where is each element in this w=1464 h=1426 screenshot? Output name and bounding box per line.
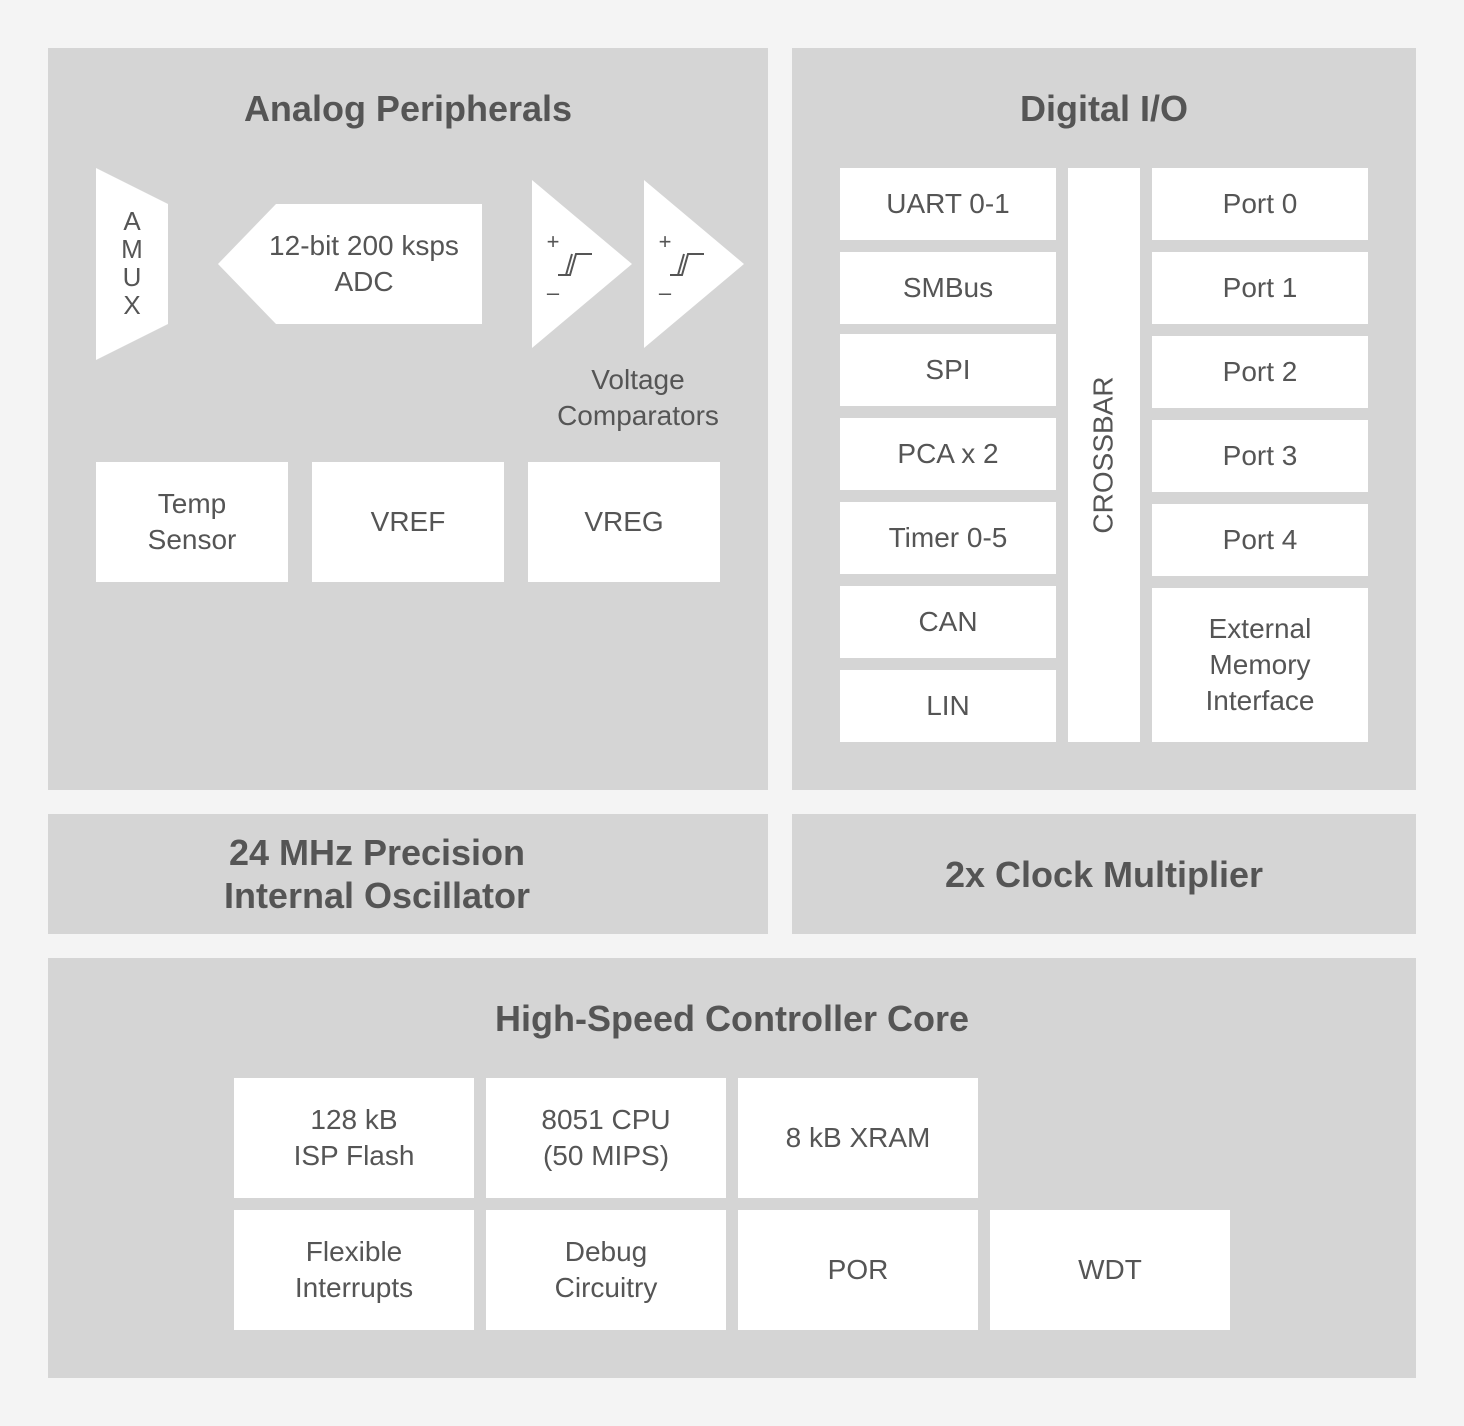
peripheral-uart: UART 0-1 — [840, 168, 1056, 240]
debug-block: Debug Circuitry — [486, 1210, 726, 1330]
adc-label-line2: ADC — [334, 266, 393, 297]
cpu-label: 8051 CPU (50 MIPS) — [541, 1104, 671, 1171]
peripheral-timer: Timer 0-5 — [840, 502, 1056, 574]
port-3-label: Port 3 — [1222, 440, 1298, 471]
wdt-label: WDT — [1078, 1254, 1142, 1285]
peripheral-can-label: CAN — [918, 606, 978, 637]
external-memory-interface-label: External Memory Interface — [1205, 613, 1315, 716]
voltage-comparators-label: Voltage Comparators — [557, 364, 719, 431]
amux-letter-m: M — [121, 234, 143, 264]
amux-letter-u: U — [123, 262, 142, 292]
interrupts-block: Flexible Interrupts — [234, 1210, 474, 1330]
comparator-2-shape — [644, 180, 744, 348]
oscillator-title: 24 MHz Precision Internal Oscillator — [223, 832, 531, 916]
flash-block: 128 kB ISP Flash — [234, 1078, 474, 1198]
peripheral-spi: SPI — [840, 334, 1056, 406]
temp-sensor-block: Temp Sensor — [96, 462, 288, 582]
comparator-1-shape — [532, 180, 632, 348]
wdt-block: WDT — [990, 1210, 1230, 1330]
peripheral-pca-label: PCA x 2 — [897, 438, 999, 469]
comparator-1-minus: – — [547, 280, 560, 305]
amux-shape — [96, 168, 168, 360]
xram-label: 8 kB XRAM — [785, 1122, 931, 1153]
port-4: Port 4 — [1152, 504, 1368, 576]
vreg-block: VREG — [528, 462, 720, 582]
clock-multiplier-panel: 2x Clock Multiplier — [792, 814, 1416, 934]
clock-multiplier-title-wrap: 2x Clock Multiplier — [792, 814, 1416, 934]
port-4-label: Port 4 — [1222, 524, 1298, 555]
adc-shape — [218, 204, 482, 324]
comparator-1-hysteresis-icon — [558, 253, 592, 276]
port-3: Port 3 — [1152, 420, 1368, 492]
adc-label-line1: 12-bit 200 ksps — [269, 230, 459, 261]
peripheral-lin-label: LIN — [926, 690, 970, 721]
peripheral-lin: LIN — [840, 670, 1056, 742]
amux-letter-a: A — [123, 206, 141, 236]
oscillator-title-wrap: 24 MHz Precision Internal Oscillator — [48, 814, 706, 934]
comparator-2-hysteresis-icon-b — [677, 253, 685, 276]
peripheral-uart-label: UART 0-1 — [886, 188, 1010, 219]
port-2: Port 2 — [1152, 336, 1368, 408]
comparator-2-hysteresis-icon — [670, 253, 704, 276]
comparator-2-plus: + — [659, 229, 672, 254]
cpu-block: 8051 CPU (50 MIPS) — [486, 1078, 726, 1198]
xram-block: 8 kB XRAM — [738, 1078, 978, 1198]
port-0: Port 0 — [1152, 168, 1368, 240]
external-memory-interface-block: External Memory Interface — [1152, 588, 1368, 742]
comparator-1-hysteresis-icon-b — [565, 253, 573, 276]
por-block: POR — [738, 1210, 978, 1330]
peripheral-smbus: SMBus — [840, 252, 1056, 324]
amux-letter-x: X — [123, 290, 140, 320]
vreg-label: VREG — [584, 506, 664, 537]
port-0-label: Port 0 — [1222, 188, 1298, 219]
digital-io-panel: Digital I/O UART 0-1 SMBus SPI PCA x 2 T… — [792, 48, 1416, 790]
vref-block: VREF — [312, 462, 504, 582]
crossbar-label: CROSSBAR — [1088, 376, 1119, 534]
digital-io-title: Digital I/O — [1019, 88, 1188, 129]
peripheral-smbus-label: SMBus — [902, 272, 994, 303]
vref-label: VREF — [370, 506, 446, 537]
crossbar-block: CROSSBAR — [1068, 168, 1140, 742]
clock-multiplier-title: 2x Clock Multiplier — [944, 853, 1264, 895]
temp-sensor-label: Temp Sensor — [147, 488, 237, 555]
analog-peripherals-title: Analog Peripherals — [243, 88, 573, 129]
peripheral-timer-label: Timer 0-5 — [888, 522, 1008, 553]
analog-peripherals-panel: Analog Peripherals A M U X 12-bit 200 ks… — [48, 48, 768, 790]
debug-label: Debug Circuitry — [554, 1236, 658, 1303]
oscillator-panel: 24 MHz Precision Internal Oscillator — [48, 814, 768, 934]
port-1-label: Port 1 — [1222, 272, 1298, 303]
controller-core-panel: High-Speed Controller Core 128 kB ISP Fl… — [48, 958, 1416, 1378]
peripheral-spi-label: SPI — [925, 354, 971, 385]
peripheral-can: CAN — [840, 586, 1056, 658]
port-2-label: Port 2 — [1222, 356, 1298, 387]
port-1: Port 1 — [1152, 252, 1368, 324]
peripheral-pca: PCA x 2 — [840, 418, 1056, 490]
comparator-2-minus: – — [659, 280, 672, 305]
controller-core-title: High-Speed Controller Core — [494, 998, 970, 1039]
interrupts-label: Flexible Interrupts — [294, 1236, 414, 1303]
analog-diagram: A M U X 12-bit 200 ksps ADC + – + – — [96, 168, 744, 360]
por-label: POR — [827, 1254, 889, 1285]
comparator-1-plus: + — [547, 229, 560, 254]
flash-label: 128 kB ISP Flash — [293, 1104, 415, 1171]
